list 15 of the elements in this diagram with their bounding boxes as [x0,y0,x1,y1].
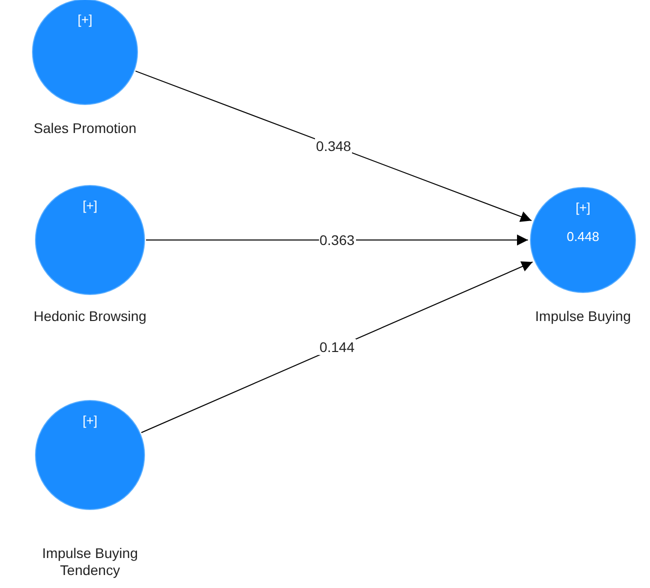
arrow [140,261,534,434]
expand-marker: [+] [76,12,94,27]
arrow [146,234,528,246]
path-coefficient: 0.363 [318,232,356,248]
path-coefficient: 0.348 [315,138,352,154]
arrow [135,70,532,222]
r-squared-value: 0.448 [566,229,600,244]
construct-label: Sales Promotion [32,120,138,137]
construct-label: Impulse Buying Tendency [41,545,139,579]
construct-label: Hedonic Browsing [32,308,148,325]
path-coefficient: 0.144 [318,339,356,356]
expand-marker: [+] [574,200,592,215]
expand-marker: [+] [82,413,98,428]
expand-marker: [+] [82,198,98,213]
construct-label: Impulse Buying [534,308,632,325]
